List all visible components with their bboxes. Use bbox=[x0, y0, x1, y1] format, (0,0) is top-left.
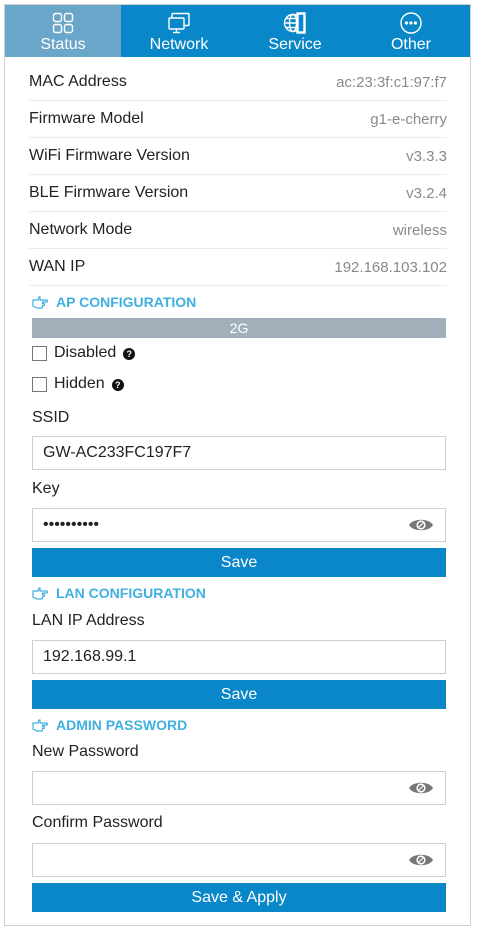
section-title-text: ADMIN PASSWORD bbox=[56, 717, 188, 733]
status-label: WAN IP bbox=[29, 258, 86, 275]
hidden-label: Hidden bbox=[54, 375, 105, 392]
lan-save-button[interactable]: Save bbox=[32, 680, 446, 709]
monitor-icon bbox=[168, 12, 190, 34]
status-row-wifi-firmware: WiFi Firmware Version v3.3.3 bbox=[29, 138, 447, 175]
status-label: MAC Address bbox=[29, 73, 127, 90]
pointing-hand-icon bbox=[32, 587, 48, 600]
eye-toggle-icon[interactable] bbox=[408, 851, 434, 869]
lan-ip-label: LAN IP Address bbox=[32, 612, 145, 629]
ap-save-button[interactable]: Save bbox=[32, 548, 446, 577]
status-row-mac: MAC Address ac:23:3f:c1:97:f7 bbox=[29, 64, 447, 101]
disabled-label: Disabled bbox=[54, 344, 117, 361]
tab-service-label: Service bbox=[268, 36, 322, 53]
tab-status[interactable]: Status bbox=[5, 5, 121, 57]
tab-other-label: Other bbox=[390, 36, 431, 53]
lan-ip-input[interactable] bbox=[32, 640, 446, 674]
disabled-checkbox-row[interactable]: Disabled ? bbox=[32, 342, 136, 364]
settings-panel: Status Network bbox=[4, 4, 471, 926]
tab-other[interactable]: Other bbox=[353, 5, 469, 57]
ap-config-title: AP CONFIGURATION bbox=[32, 292, 196, 312]
status-row-ble-firmware: BLE Firmware Version v3.2.4 bbox=[29, 175, 447, 212]
status-value: ac:23:3f:c1:97:f7 bbox=[336, 73, 447, 91]
eye-toggle-icon[interactable] bbox=[408, 516, 434, 534]
status-label: BLE Firmware Version bbox=[29, 184, 189, 201]
status-value: v3.2.4 bbox=[406, 184, 447, 202]
new-password-input[interactable] bbox=[32, 771, 446, 805]
status-value: g1-e-cherry bbox=[370, 110, 447, 128]
status-label: Firmware Model bbox=[29, 110, 144, 127]
admin-password-title: ADMIN PASSWORD bbox=[32, 715, 187, 735]
help-icon[interactable]: ? bbox=[123, 348, 136, 360]
more-icon bbox=[400, 12, 422, 34]
ssid-label: SSID bbox=[32, 409, 70, 426]
grid-icon bbox=[52, 12, 74, 34]
disabled-checkbox[interactable] bbox=[32, 345, 47, 361]
status-value: v3.3.3 bbox=[406, 147, 447, 165]
tab-status-label: Status bbox=[40, 36, 86, 53]
hidden-checkbox[interactable] bbox=[32, 376, 47, 392]
status-label: Network Mode bbox=[29, 221, 133, 238]
save-and-apply-button[interactable]: Save & Apply bbox=[32, 883, 446, 912]
help-icon[interactable]: ? bbox=[111, 379, 124, 391]
key-input[interactable] bbox=[32, 508, 446, 542]
confirm-password-label: Confirm Password bbox=[32, 814, 163, 831]
new-password-label: New Password bbox=[32, 743, 139, 760]
tab-network-label: Network bbox=[149, 36, 209, 53]
key-label: Key bbox=[32, 480, 60, 497]
status-label: WiFi Firmware Version bbox=[29, 147, 190, 164]
hidden-checkbox-row[interactable]: Hidden ? bbox=[32, 373, 124, 395]
status-value: wireless bbox=[392, 221, 447, 239]
tab-service[interactable]: Service bbox=[237, 5, 353, 57]
pointing-hand-icon bbox=[32, 296, 48, 309]
section-title-text: LAN CONFIGURATION bbox=[56, 585, 206, 601]
band-header-2g: 2G bbox=[32, 318, 446, 338]
pointing-hand-icon bbox=[32, 719, 48, 732]
tab-network[interactable]: Network bbox=[121, 5, 237, 57]
status-row-network-mode: Network Mode wireless bbox=[29, 212, 447, 249]
lan-config-title: LAN CONFIGURATION bbox=[32, 583, 206, 603]
globe-icon bbox=[283, 12, 306, 34]
eye-toggle-icon[interactable] bbox=[408, 779, 434, 797]
ssid-input[interactable] bbox=[32, 436, 446, 470]
status-row-firmware-model: Firmware Model g1-e-cherry bbox=[29, 101, 447, 138]
tab-bar: Status Network bbox=[5, 5, 470, 57]
section-title-text: AP CONFIGURATION bbox=[56, 294, 197, 310]
confirm-password-input[interactable] bbox=[32, 843, 446, 877]
status-value: 192.168.103.102 bbox=[334, 258, 447, 276]
status-row-wan-ip: WAN IP 192.168.103.102 bbox=[29, 249, 447, 286]
